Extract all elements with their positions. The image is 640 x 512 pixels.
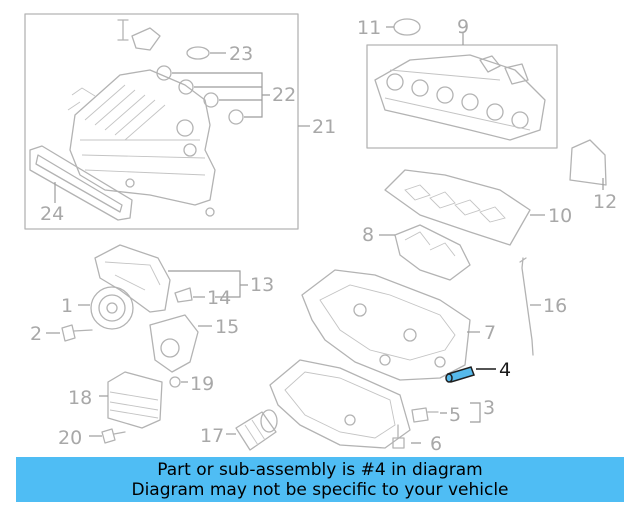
- callout-2: 2: [30, 323, 42, 345]
- callout-19: 19: [190, 373, 214, 395]
- seal-23: [186, 46, 210, 60]
- drain-plug-6: [392, 424, 405, 449]
- lower-oil-pan-3: [269, 359, 411, 449]
- timing-cover-13: [94, 244, 171, 313]
- housing-15: [149, 314, 199, 373]
- oil-cooler-18: [107, 371, 163, 429]
- banner-line-part: Part or sub-assembly is #4 in diagram: [157, 459, 483, 480]
- bolt-20: [101, 428, 126, 444]
- callout-14: 14: [207, 287, 231, 309]
- info-banner: Part or sub-assembly is #4 in diagram Di…: [16, 457, 624, 502]
- dipstick-16: [519, 257, 534, 356]
- timing-cover-12: [569, 139, 607, 186]
- callout-3: 3: [483, 397, 495, 419]
- callout-23: 23: [229, 43, 253, 65]
- banner-line-disclaimer: Diagram may not be specific to your vehi…: [131, 479, 509, 500]
- oil-cap-11: [393, 18, 421, 36]
- callout-24: 24: [40, 203, 64, 225]
- seal-19: [169, 376, 181, 388]
- parts-diagram: 11 9 23 22 21 12 24 10 8 13 1 14 16 15 2…: [24, 13, 617, 455]
- gasket-24: [29, 145, 133, 221]
- oil-seal-4-highlight: [445, 366, 496, 383]
- upper-oil-pan-7: [301, 269, 471, 381]
- callout-11: 11: [357, 17, 381, 39]
- plug-5: [411, 407, 439, 423]
- callout-5: 5: [449, 404, 461, 426]
- callout-21: 21: [312, 116, 336, 138]
- callout-18: 18: [68, 387, 92, 409]
- cylinder-head: [374, 54, 546, 141]
- callout-9: 9: [457, 16, 469, 38]
- callout-17: 17: [200, 425, 224, 447]
- crank-pulley-1: [90, 286, 134, 330]
- callout-22: 22: [272, 84, 296, 106]
- callout-13: 13: [250, 274, 274, 296]
- oil-filter-17: [235, 409, 278, 451]
- callout-7: 7: [484, 322, 496, 344]
- baffle-8: [394, 224, 471, 281]
- callout-10: 10: [548, 205, 572, 227]
- group-box-21: [24, 13, 299, 230]
- callout-16: 16: [543, 295, 567, 317]
- head-gasket-10: [384, 169, 531, 246]
- bracket-14: [174, 287, 193, 303]
- callout-12: 12: [593, 191, 617, 213]
- callout-15: 15: [215, 316, 239, 338]
- callout-6: 6: [430, 433, 442, 455]
- callout-4: 4: [499, 359, 511, 381]
- intake-manifold: [67, 19, 216, 217]
- callout-8: 8: [362, 224, 374, 246]
- bolt-2: [61, 324, 93, 342]
- group-box-9: [366, 44, 558, 149]
- callout-20: 20: [58, 427, 82, 449]
- callout-1: 1: [61, 295, 73, 317]
